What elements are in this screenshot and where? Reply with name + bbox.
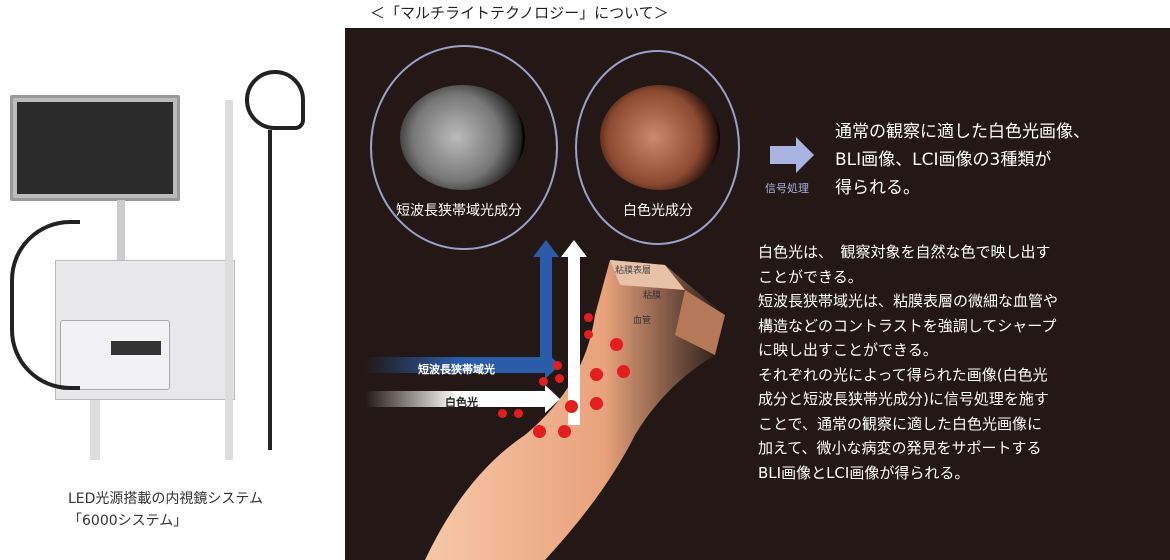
description-line: ことができる。 xyxy=(758,267,863,286)
white-light-label: 白色光成分 xyxy=(623,203,693,219)
layer-label: 粘膜表層 xyxy=(615,266,652,276)
summary-line: 通常の観察に適した白色光画像、 xyxy=(835,122,1090,142)
narrowband-arrow-label: 短波長狭帯域光 xyxy=(418,363,495,376)
layer-label: 粘膜 xyxy=(643,291,662,301)
caption-line: 「6000システム」 xyxy=(68,513,188,529)
narrowband-circle xyxy=(370,45,558,250)
description-line: 成分と短波長狭帯光成分)に信号処理を施す xyxy=(758,390,1049,408)
signal-arrow-icon xyxy=(770,137,814,173)
description-line: BLI画像とLCI画像が得られる。 xyxy=(758,463,970,482)
summary-line: 得られる。 xyxy=(835,178,920,198)
endoscope xyxy=(245,70,305,130)
description-line: 構造などのコントラストを強調してシャープ xyxy=(758,316,1057,335)
description-line: に映し出すことができる。 xyxy=(758,341,938,359)
description-line: ことで、通常の観察に適した白色光画像に xyxy=(758,414,1042,433)
narrowband-label: 短波長狭帯域光成分 xyxy=(396,203,522,219)
monitor xyxy=(10,95,180,201)
description-line: 白色光は、 観察対象を自然な色で映し出す xyxy=(758,243,1051,261)
signal-processing-label: 信号処理 xyxy=(765,182,809,195)
page-title: ＜「マルチライトテクノロジー」について＞ xyxy=(370,4,669,22)
caption-line: LED光源搭載の内視鏡システム xyxy=(68,491,264,507)
white-light-circle xyxy=(575,50,740,245)
tissue-diagram xyxy=(365,240,725,560)
summary-line: BLI画像、LCI画像の3種類が xyxy=(835,150,1052,170)
white-light-endoscope-image xyxy=(600,85,720,190)
narrowband-endoscope-image xyxy=(400,85,525,190)
white-arrow-label: 白色光 xyxy=(445,396,478,409)
endoscope-system-illustration xyxy=(0,60,340,480)
vessel-label: 血管 xyxy=(633,316,652,326)
description-line: それぞれの光によって得られた画像(白色光 xyxy=(758,365,1048,384)
description-line: 短波長狭帯域光は、粘膜表層の微細な血管や xyxy=(758,292,1059,310)
description-line: 加えて、微小な病変の発見をサポートする xyxy=(758,439,1042,457)
